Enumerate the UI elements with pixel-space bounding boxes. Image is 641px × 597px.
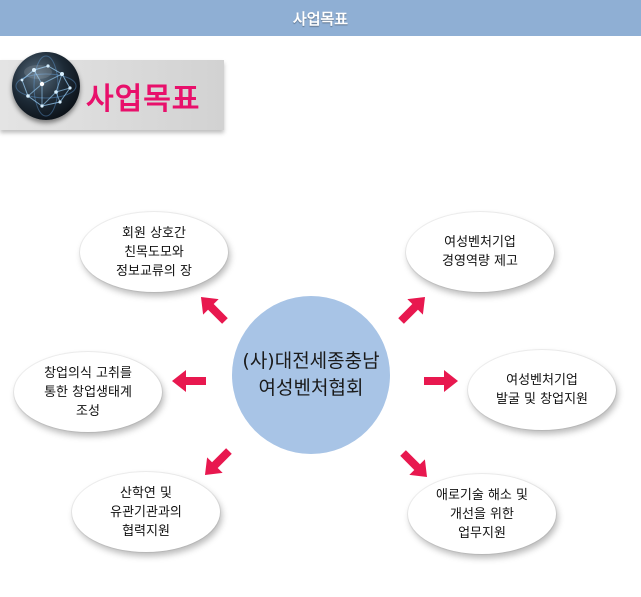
center-line-1: (사)대전세종충남	[242, 350, 380, 372]
node-line: 유관기관과의	[110, 504, 182, 520]
node-line: 경영역량 제고	[442, 254, 518, 269]
arrow-icon-top-right	[393, 289, 433, 329]
header-title: 사업목표	[292, 9, 349, 28]
arrow-icon-bottom-left	[197, 443, 237, 483]
node-line: 통한 창업생태계	[44, 384, 132, 400]
node-line: 협력지원	[122, 523, 170, 539]
node-line: 정보교류의 장	[116, 263, 192, 279]
arrow-icon-bottom-right	[395, 445, 435, 485]
node-line: 조성	[76, 403, 100, 419]
node-line: 친목도모와	[124, 244, 184, 260]
node-mid-right: 여성벤처기업 발굴 및 창업지원	[468, 350, 616, 430]
node-mid-left: 창업의식 고취를 통한 창업생태계 조성	[14, 352, 162, 432]
node-line: 업무지원	[458, 525, 506, 541]
node-line: 발굴 및 창업지원	[496, 392, 588, 407]
node-line: 회원 상호간	[122, 225, 186, 241]
node-line: 산학연 및	[120, 485, 172, 501]
node-top-right: 여성벤처기업 경영역량 제고	[406, 212, 554, 292]
banner-title: 사업목표	[86, 82, 201, 117]
node-line: 애로기술 해소 및	[436, 487, 528, 503]
node-top-left: 회원 상호간 친목도모와 정보교류의 장	[80, 212, 228, 292]
node-bottom-left: 산학연 및 유관기관과의 협력지원	[72, 472, 220, 552]
center-line-2: 여성벤처협회	[258, 377, 364, 399]
center-organization: (사)대전세종충남 여성벤처협회	[232, 296, 390, 454]
globe-network-icon	[12, 52, 80, 120]
node-line: 창업의식 고취를	[44, 365, 132, 381]
arrow-icon-mid-left	[172, 370, 206, 392]
arrow-icon-top-left	[193, 289, 233, 329]
node-line: 여성벤처기업	[506, 373, 578, 388]
header-bar: 사업목표	[0, 0, 641, 36]
node-bottom-right: 애로기술 해소 및 개선을 위한 업무지원	[408, 474, 556, 554]
node-line: 여성벤처기업	[444, 235, 516, 250]
node-line: 개선을 위한	[450, 506, 514, 522]
arrow-icon-mid-right	[424, 370, 458, 392]
